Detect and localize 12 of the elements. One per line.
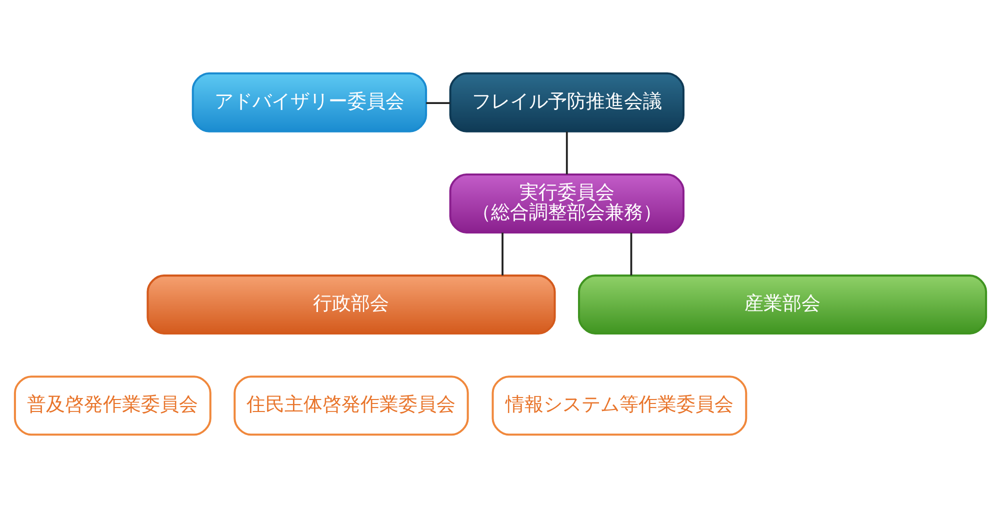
node-box: 住民主体啓発作業委員会 [233, 375, 468, 436]
node-box: 産業部会 [578, 274, 987, 334]
node-box: 情報システム等作業委員会 [491, 375, 747, 436]
node-box: フレイル予防推進会議 [448, 72, 684, 132]
node-box: アドバイザリー委員会 [191, 72, 427, 132]
node-box: 実行委員会 （総合調整部会兼務） [448, 172, 684, 233]
connector [426, 102, 450, 104]
connector [565, 131, 568, 174]
node-box: 普及啓発作業委員会 [13, 375, 211, 436]
node-box: 行政部会 [146, 274, 556, 334]
connector [501, 232, 503, 275]
connector [630, 232, 632, 275]
